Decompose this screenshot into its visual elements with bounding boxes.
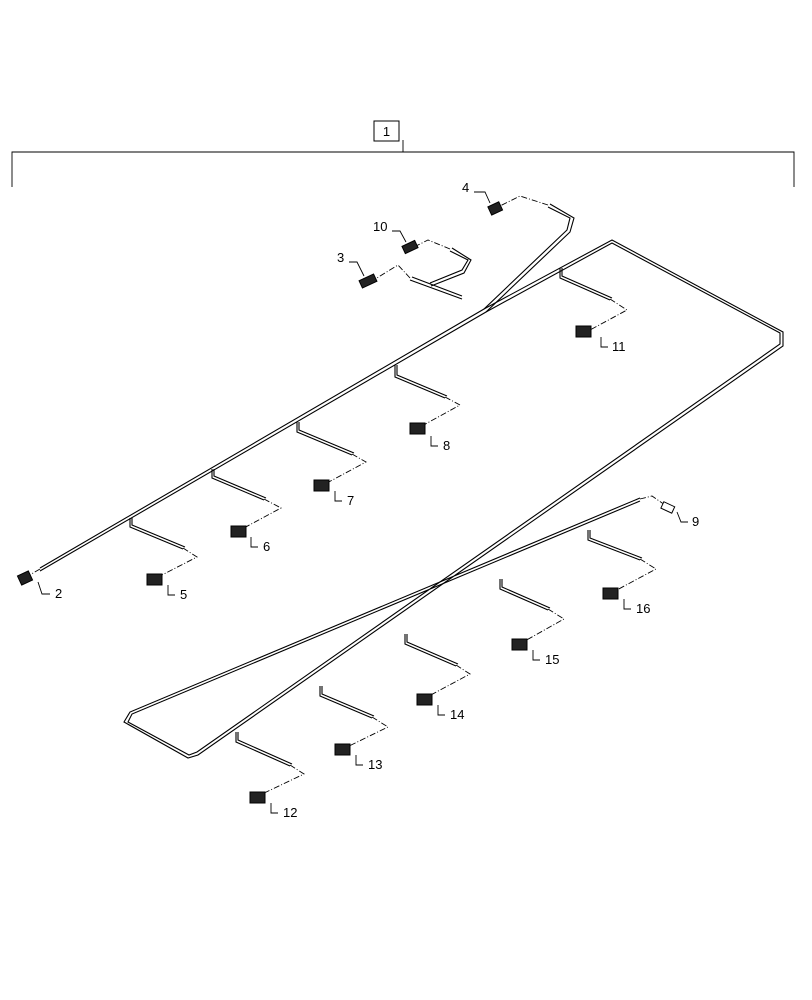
lower-branches	[235, 530, 643, 767]
callout-7: 7	[347, 493, 354, 508]
callout-2: 2	[55, 586, 62, 601]
callout-4: 4	[462, 180, 469, 195]
callout-13: 13	[368, 757, 382, 772]
connector-12	[249, 791, 266, 804]
connector-10	[401, 239, 419, 255]
callout-leaders	[37, 191, 688, 814]
callout-14: 14	[450, 707, 464, 722]
callout-15: 15	[545, 652, 559, 667]
assembly-bracket: 1	[11, 120, 795, 187]
connector-7	[313, 479, 330, 492]
callout-3: 3	[337, 250, 344, 265]
connector-9	[660, 501, 676, 514]
callout-11: 11	[612, 339, 626, 354]
upper-branches	[129, 268, 613, 550]
connector-3	[358, 273, 378, 289]
connector-4	[487, 201, 504, 216]
connector-13	[334, 743, 351, 756]
assembly-item-label: 1	[383, 124, 390, 139]
callout-16: 16	[636, 601, 650, 616]
harness-trunk	[39, 203, 575, 572]
harness-loop	[123, 239, 784, 759]
callout-5: 5	[180, 587, 187, 602]
callout-9: 9	[692, 514, 699, 529]
connector-15	[511, 638, 528, 651]
callout-12: 12	[283, 805, 297, 820]
connector-16	[602, 587, 619, 600]
connector-11	[575, 325, 592, 338]
callout-6: 6	[263, 539, 270, 554]
callout-labels: 4 10 3 11 8 7 6 5 2 9 16 15 14 13 12	[55, 180, 699, 820]
connector-14	[416, 693, 433, 706]
connector-5	[146, 573, 163, 586]
connector-6	[230, 525, 247, 538]
connector-2	[16, 570, 34, 586]
connectors	[16, 201, 676, 804]
callout-10: 10	[373, 219, 387, 234]
callout-8: 8	[443, 438, 450, 453]
connector-8	[409, 422, 426, 435]
